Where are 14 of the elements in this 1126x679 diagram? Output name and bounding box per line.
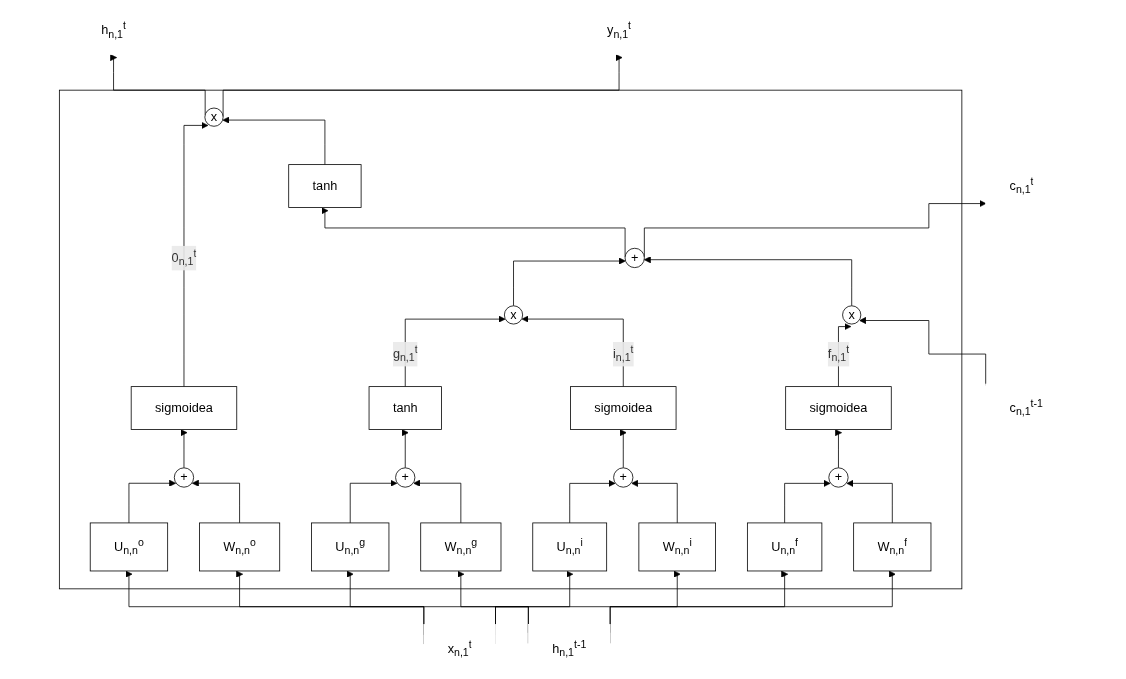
node-box: tanh <box>288 164 362 208</box>
node-circle: + <box>173 467 194 488</box>
node-circle: x <box>842 305 862 325</box>
node-box: sigmoidea <box>570 386 677 430</box>
node-circle: + <box>828 467 849 488</box>
node-circle: x <box>503 305 523 325</box>
node-box: sigmoidea <box>130 386 238 430</box>
node-circle: x <box>204 107 224 127</box>
node-box: sigmoidea <box>785 386 892 430</box>
node-circle: + <box>395 467 416 488</box>
cluster <box>58 89 963 590</box>
node-circle: + <box>613 467 634 488</box>
node-circle: + <box>624 247 645 268</box>
node-box: tanh <box>368 386 442 430</box>
